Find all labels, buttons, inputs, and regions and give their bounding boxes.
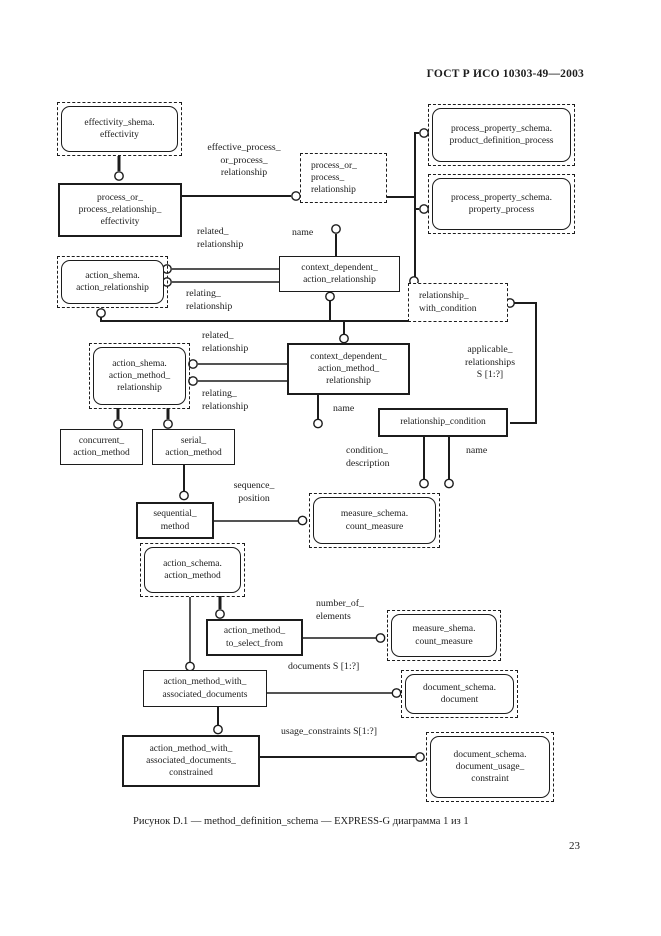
edge-label-name-1: name [292, 227, 314, 238]
edge-label-usage-constraints: usage_constraints S[1:?] [281, 726, 378, 737]
node-concurrent-action-method: concurrent_ action_method [60, 429, 143, 465]
terminal-circle [297, 515, 308, 526]
edge-label-sequence-position: sequence_ position [233, 480, 275, 504]
edge-label-name-3: name [466, 445, 488, 456]
edge-label-relating-relationship-1: relating_ relationship [186, 288, 233, 312]
edge-relwithcond-relcond [510, 302, 537, 424]
edge-label-related-relationship-2: related_ relationship [202, 330, 249, 354]
node-effectivity: effectivity_shema. effectivity [57, 102, 182, 156]
terminal-circle [313, 418, 323, 429]
standard-header: ГОСТ Р ИСО 10303-49—2003 [426, 68, 584, 80]
terminal-circle [325, 291, 335, 302]
terminal-circle [391, 688, 402, 698]
node-action-relationship-label: action_shema. action_relationship [61, 260, 164, 304]
node-process-or-process-relationship-effectivity: process_or_ process_relationship_ effect… [58, 183, 182, 237]
node-relationship-with-condition: relationship_ with_condition [408, 283, 508, 322]
node-action-method-label: action_schema. action_method [144, 547, 241, 593]
node-action-method-with-associated-documents: action_method_with_ associated_documents [143, 670, 267, 707]
node-relationship-condition: relationship_condition [378, 408, 508, 437]
node-action-relationship: action_shema. action_relationship [57, 256, 168, 308]
node-product-definition-process-label: process_property_schema. product_definit… [432, 108, 571, 162]
terminal-circle [444, 478, 454, 489]
edge-label-name-2: name [333, 403, 355, 414]
node-process-or-process-relationship: process_or_ process_ relationship [300, 153, 387, 203]
terminal-circle [419, 478, 429, 489]
page-number: 23 [569, 840, 580, 852]
terminal-circle [96, 308, 106, 318]
terminal-circle [419, 128, 429, 138]
node-action-method-relationship-label: action_shema. action_method_ relationshi… [93, 347, 186, 405]
terminal-circle [375, 633, 386, 643]
edge-label-condition-description: condition_ description [346, 445, 390, 469]
figure-caption: Рисунок D.1 — method_definition_schema —… [133, 816, 469, 827]
node-action-method-with-associated-documents-constrained: action_method_with_ associated_documents… [122, 735, 260, 787]
node-context-dependent-action-relationship: context_dependent_ action_relationship [279, 256, 400, 292]
terminal-circle [419, 204, 429, 214]
node-serial-action-method: serial_ action_method [152, 429, 235, 465]
edge-label-applicable-relationships: applicable_ relationships S [1:?] [464, 344, 516, 381]
edge-label-documents: documents S [1:?] [288, 661, 360, 672]
terminal-circle [291, 191, 301, 201]
terminal-circle [188, 359, 198, 369]
node-measure-count-measure-1: measure_schema. count_measure [309, 493, 440, 548]
edge-supertype-bus [100, 317, 408, 322]
node-measure-count-measure-2: measure_shema. count_measure [387, 610, 501, 661]
node-action-method-to-select-from: action_method_ to_select_from [206, 619, 303, 656]
edge-label-effective-process-or-process-relationship: effective_process_ or_process_ relations… [207, 142, 281, 179]
node-measure-count-measure-2-label: measure_shema. count_measure [391, 614, 497, 657]
node-sequential-method: sequential_ method [136, 502, 214, 539]
node-measure-count-measure-1-label: measure_schema. count_measure [313, 497, 436, 544]
node-property-process-label: process_property_schema. property_proces… [432, 178, 571, 230]
edge-label-relating-relationship-2: relating_ relationship [202, 388, 249, 412]
terminal-circle [163, 419, 173, 429]
terminal-circle [179, 490, 189, 501]
edge-label-related-relationship-1: related_ relationship [197, 226, 244, 250]
node-action-method-relationship: action_shema. action_method_ relationshi… [89, 343, 190, 409]
terminal-circle [188, 376, 198, 386]
node-action-method: action_schema. action_method [140, 543, 245, 597]
node-document-label: document_schema. document [405, 674, 514, 714]
node-property-process: process_property_schema. property_proces… [428, 174, 575, 234]
terminal-circle [213, 724, 223, 735]
terminal-circle [114, 171, 124, 181]
terminal-circle [415, 752, 425, 762]
terminal-circle [215, 609, 225, 619]
node-product-definition-process: process_property_schema. product_definit… [428, 104, 575, 166]
terminal-circle [339, 333, 349, 344]
terminal-circle [113, 419, 123, 429]
node-effectivity-label: effectivity_shema. effectivity [61, 106, 178, 152]
node-document-usage-constraint-label: document_schema. document_usage_ constra… [430, 736, 550, 798]
terminal-circle [331, 224, 341, 234]
node-context-dependent-action-method-relationship: context_dependent_ action_method_ relati… [287, 343, 410, 395]
node-document: document_schema. document [401, 670, 518, 718]
node-document-usage-constraint: document_schema. document_usage_ constra… [426, 732, 554, 802]
edge-label-number-of-elements: number_of_ elements [316, 598, 364, 622]
edge-trunk [414, 132, 419, 277]
